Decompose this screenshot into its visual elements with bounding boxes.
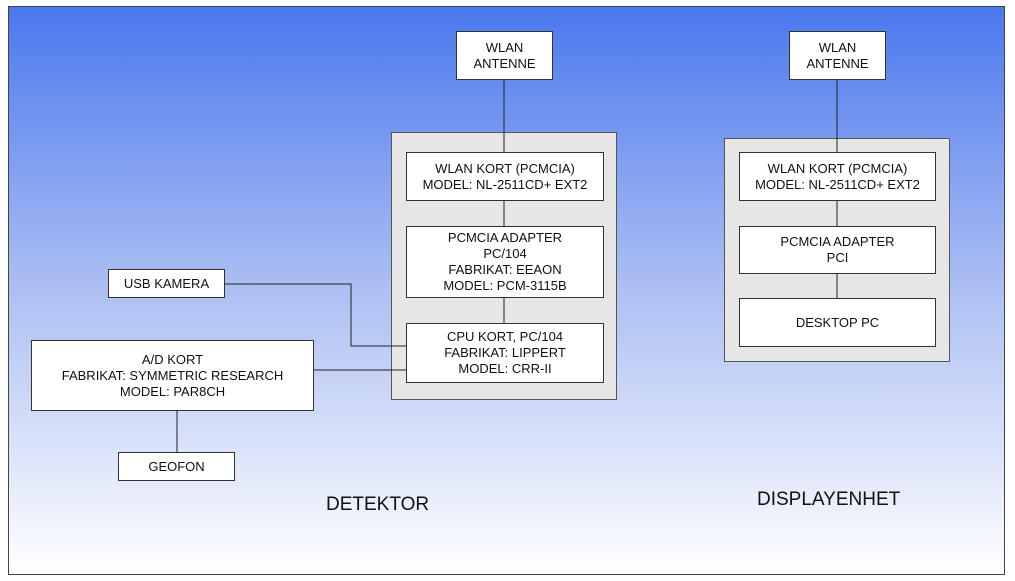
box-text-line: MODEL: NL-2511CD+ EXT2 <box>755 176 920 192</box>
box-text-line: WLAN KORT (PCMCIA) <box>435 160 575 176</box>
box-text-line: WLAN KORT (PCMCIA) <box>767 160 908 176</box>
box-text-line: MODEL: NL-2511CD+ EXT2 <box>422 176 588 192</box>
box-text-line: PCMCIA ADAPTER <box>447 230 563 245</box>
box-text-line: DESKTOP PC <box>795 314 880 330</box>
box-text-line: ANTENNE <box>473 55 536 71</box>
box-text-line: MODEL: CRR-II <box>458 361 552 376</box>
display-wlan-kort-box: WLAN KORT (PCMCIA) MODEL: NL-2511CD+ EXT… <box>739 152 936 201</box>
box-text-line: FABRIKAT: EEAON <box>448 262 562 277</box>
geofon-box: GEOFON <box>118 452 235 481</box>
box-text-line: PC/104 <box>483 246 527 261</box>
detektor-caption: DETEKTOR <box>326 494 430 515</box>
display-wlan-antenne-box: WLAN ANTENNE <box>789 31 886 80</box>
detektor-wlan-kort-box: WLAN KORT (PCMCIA) MODEL: NL-2511CD+ EXT… <box>406 152 604 201</box>
detektor-cpu-kort-box: CPU KORT, PC/104 FABRIKAT: LIPPERT MODEL… <box>406 323 604 383</box>
usb-kamera-box: USB KAMERA <box>108 269 225 298</box>
box-text-line: WLAN <box>818 39 857 55</box>
box-text-line: MODEL: PCM-3115B <box>443 278 567 293</box>
box-text-line: PCMCIA ADAPTER <box>780 234 895 249</box>
box-text-line: ANTENNE <box>806 55 869 71</box>
line-usb-kamera-to-cpu <box>225 283 406 347</box>
detektor-wlan-antenne-box: WLAN ANTENNE <box>456 31 553 80</box>
detektor-pcmcia-adapter-box: PCMCIA ADAPTER PC/104 FABRIKAT: EEAON MO… <box>406 226 604 298</box>
display-pcmcia-adapter-box: PCMCIA ADAPTER PCI <box>739 226 936 274</box>
box-text-line: PCI <box>826 250 849 265</box>
ad-kort-box: A/D KORT FABRIKAT: SYMMETRIC RESEARCH MO… <box>31 340 314 411</box>
box-text-line: FABRIKAT: SYMMETRIC RESEARCH <box>61 367 284 383</box>
displayenhet-caption: DISPLAYENHET <box>757 489 901 510</box>
desktop-pc-box: DESKTOP PC <box>739 298 936 347</box>
box-text-line: USB KAMERA <box>123 275 210 291</box>
box-text-line: GEOFON <box>148 458 205 474</box>
box-text-line: A/D KORT <box>141 351 204 367</box>
box-text-line: WLAN <box>485 39 524 55</box>
box-text-line: CPU KORT, PC/104 <box>446 329 564 344</box>
box-text-line: FABRIKAT: LIPPERT <box>444 345 566 360</box>
box-text-line: MODEL: PAR8CH <box>119 383 226 399</box>
